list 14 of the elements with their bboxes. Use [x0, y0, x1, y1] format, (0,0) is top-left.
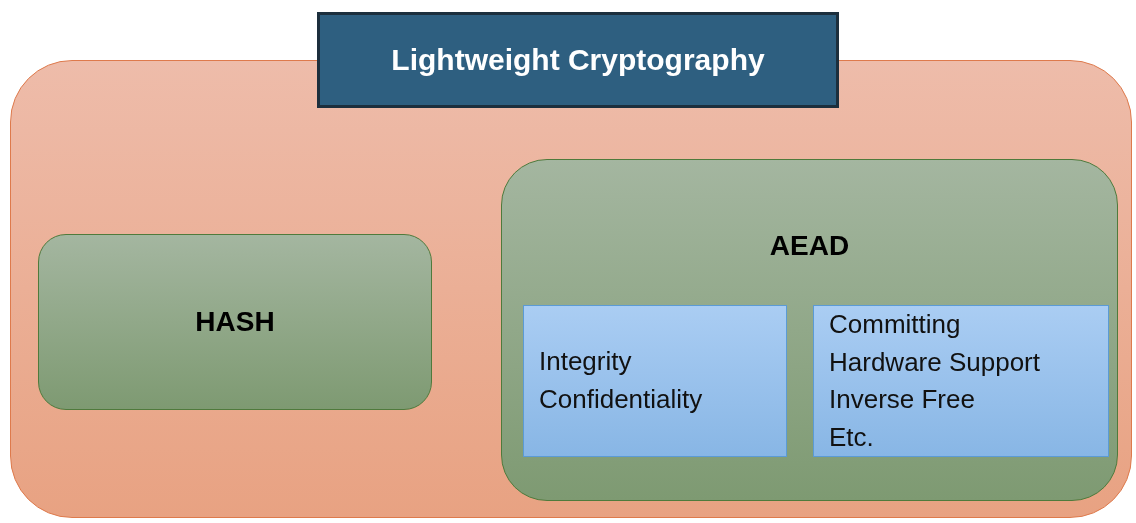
feature-text: Integrity — [539, 345, 632, 379]
feature-text: Confidentiality — [539, 383, 703, 416]
group-box — [501, 159, 1118, 501]
category-box — [38, 234, 432, 410]
feature-text: Hardware Support — [829, 345, 1040, 379]
box-label: Lightweight Cryptography — [391, 42, 765, 79]
feature-text: Committing — [829, 308, 961, 341]
feature-box — [813, 305, 1109, 457]
feature-text: Etc. — [829, 421, 874, 455]
box-label: HASH — [195, 304, 275, 339]
group-heading: AEAD — [768, 230, 851, 262]
feature-text: Inverse Free — [829, 383, 975, 417]
feature-box — [523, 305, 787, 457]
title-box — [317, 12, 839, 108]
